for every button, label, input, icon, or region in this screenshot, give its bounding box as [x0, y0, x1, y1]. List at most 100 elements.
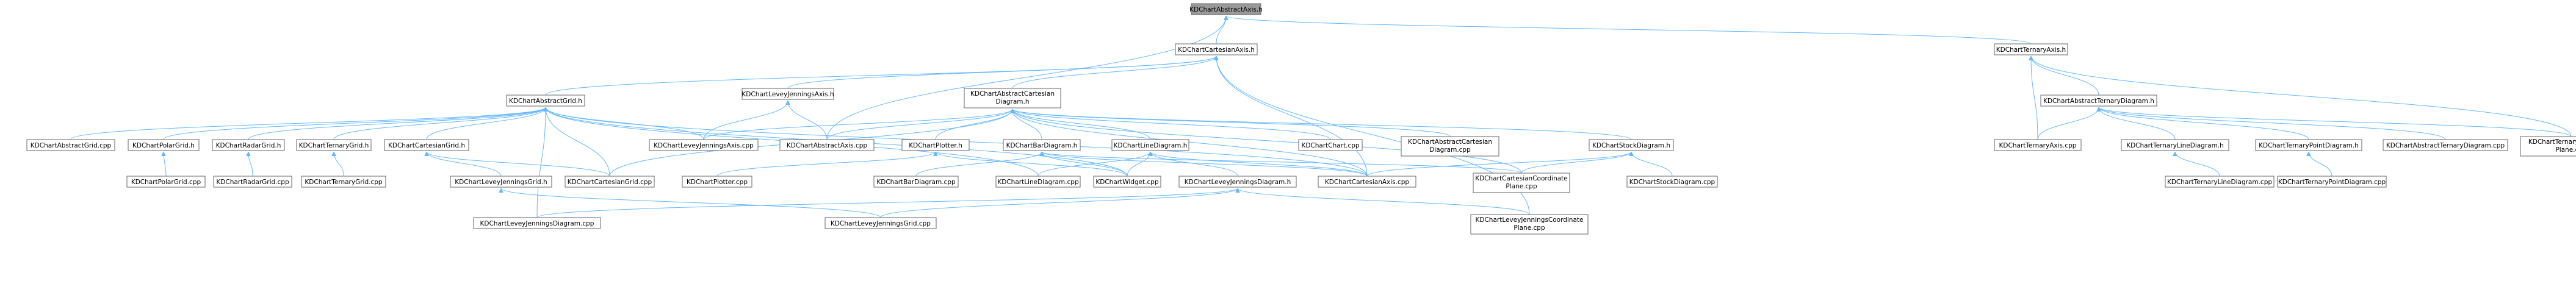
node-box	[824, 217, 937, 229]
dependency-edge	[248, 107, 546, 140]
node-label: KDChartRadarGrid.cpp	[216, 179, 289, 186]
node-label: KDChartTernaryAxis.cpp	[1999, 142, 2077, 149]
node-label: KDChartCartesianCoordinate	[1475, 175, 1568, 182]
graph-node[interactable]: KDChartCartesianGrid.h	[384, 139, 469, 151]
graph-node[interactable]: KDChartPlotter.h	[901, 139, 970, 151]
node-label: KDChartBarDiagram.cpp	[876, 179, 956, 186]
graph-node[interactable]: KDChartPolarGrid.cpp	[126, 176, 206, 188]
node-label: KDChartCartesianAxis.cpp	[1325, 179, 1410, 186]
node-box	[1318, 176, 1416, 188]
node-box	[1298, 139, 1363, 151]
graph-node[interactable]: KDChartTernaryCoordinatePlane.cpp	[2520, 136, 2576, 157]
graph-node[interactable]: KDChartAbstractTernaryDiagram.cpp	[2383, 139, 2508, 151]
graph-node[interactable]: KDChartChart.cpp	[1298, 139, 1363, 151]
graph-node[interactable]: KDChartBarDiagram.cpp	[873, 176, 959, 188]
node-box	[1111, 139, 1189, 151]
node-box	[1175, 43, 1258, 55]
graph-node[interactable]: KDChartTernaryPointDiagram.cpp	[2277, 176, 2387, 188]
graph-node[interactable]: KDChartAbstractAxis.cpp	[779, 139, 875, 151]
node-box	[649, 139, 759, 151]
node-label: KDChartPolarGrid.cpp	[131, 179, 201, 186]
graph-node[interactable]: KDChartStockDiagram.h	[1589, 139, 1674, 151]
graph-node[interactable]: KDChartLeveyJenningsDiagram.cpp	[473, 217, 601, 229]
graph-node[interactable]: KDChartRadarGrid.cpp	[213, 176, 292, 188]
node-box	[2255, 139, 2362, 151]
node-label: KDChartRadarGrid.h	[216, 142, 281, 149]
node-box	[473, 217, 601, 229]
graph-node[interactable]: KDChartAbstractAxis.h	[1189, 3, 1263, 15]
node-label: KDChartCartesianAxis.h	[1178, 46, 1255, 54]
graph-node[interactable]: KDChartTernaryLineDiagram.cpp	[2165, 176, 2275, 188]
graph-node[interactable]: KDChartLeveyJenningsGrid.h	[450, 176, 552, 188]
node-box	[2277, 176, 2387, 188]
node-label: KDChartLineDiagram.cpp	[997, 179, 1079, 186]
node-label: KDChartTernaryGrid.h	[299, 142, 369, 149]
node-box	[128, 139, 200, 151]
graph-node[interactable]: KDChartPlotter.cpp	[682, 176, 752, 188]
graph-node[interactable]: KDChartTernaryPointDiagram.h	[2255, 139, 2362, 151]
dependency-edge	[334, 152, 344, 177]
dependency-edge	[1042, 151, 1128, 177]
node-label: KDChartAbstractAxis.h	[1189, 6, 1263, 13]
dependency-edge	[333, 107, 546, 140]
node-box	[1994, 139, 2082, 151]
node-label: KDChartLeveyJenningsDiagram.h	[1185, 179, 1291, 186]
graph-node[interactable]: KDChartCartesianAxis.cpp	[1318, 176, 1416, 188]
dependency-edge	[501, 188, 881, 218]
graph-node[interactable]: KDChartLineDiagram.h	[1111, 139, 1189, 151]
graph-node[interactable]: KDChartWidget.cpp	[1093, 176, 1161, 188]
graph-node[interactable]: KDChartAbstractGrid.h	[506, 94, 585, 107]
graph-node[interactable]: KDChartTernaryAxis.cpp	[1994, 139, 2082, 151]
node-label: KDChartTernaryLineDiagram.cpp	[2167, 179, 2272, 186]
node-label: KDChartTernaryGrid.cpp	[305, 179, 382, 186]
graph-node[interactable]: KDChartTernaryGrid.h	[296, 139, 372, 151]
dependency-edge	[1150, 151, 1238, 177]
node-box	[995, 176, 1081, 188]
node-box	[1626, 176, 1718, 188]
dependency-edge	[1521, 151, 1631, 174]
dependency-edge	[1631, 151, 1673, 177]
graph-node[interactable]: KDChartLeveyJenningsGrid.cpp	[824, 217, 937, 229]
graph-node[interactable]: KDChartTernaryLineDiagram.h	[2121, 139, 2229, 151]
graph-node[interactable]: KDChartLineDiagram.cpp	[995, 176, 1081, 188]
graph-node[interactable]: KDChartAbstractTernaryDiagram.h	[2040, 94, 2157, 107]
dependency-edge	[1150, 151, 1368, 177]
node-box	[2165, 176, 2275, 188]
dependency-edge	[427, 151, 610, 177]
dependency-edge	[545, 55, 1216, 96]
dependency-edge	[2099, 107, 2309, 140]
dependency-edge	[1366, 151, 1631, 177]
graph-node[interactable]: KDChartTernaryAxis.h	[1994, 43, 2068, 55]
graph-node[interactable]: KDChartTernaryGrid.cpp	[301, 176, 386, 188]
node-label: KDChartCartesianGrid.h	[388, 142, 465, 149]
graph-node[interactable]: KDChartRadarGrid.h	[212, 139, 285, 151]
graph-node[interactable]: KDChartStockDiagram.cpp	[1626, 176, 1718, 188]
node-label: KDChartTernaryPointDiagram.h	[2259, 142, 2359, 149]
dependency-edge	[2031, 55, 2099, 96]
node-label: KDChartAbstractGrid.h	[509, 98, 582, 105]
dependency-edge	[2031, 56, 2038, 140]
graph-node[interactable]: KDChartCartesianAxis.h	[1175, 43, 1258, 55]
node-box	[2520, 136, 2576, 157]
dependency-edge	[2031, 56, 2572, 137]
graph-node[interactable]: KDChartPolarGrid.h	[128, 139, 200, 151]
node-box	[1589, 139, 1674, 151]
dependency-edge	[2309, 151, 2332, 177]
node-label: KDChartAbstractGrid.cpp	[31, 142, 112, 149]
dependency-edge	[70, 107, 546, 140]
node-label: KDChartPlotter.cpp	[687, 179, 748, 186]
dependency-edge	[2099, 107, 2572, 137]
graph-node[interactable]: KDChartLeveyJenningsAxis.cpp	[649, 139, 759, 151]
graph-node[interactable]: KDChartLeveyJenningsDiagram.h	[1178, 176, 1297, 188]
graph-node[interactable]: KDChartAbstractGrid.cpp	[26, 139, 115, 151]
graph-node[interactable]: KDChartCartesianGrid.cpp	[565, 176, 655, 188]
graph-node[interactable]: KDChartBarDiagram.h	[1003, 139, 1081, 151]
node-label: Diagram.h	[995, 98, 1029, 105]
graph-node[interactable]: KDChartLeveyJenningsAxis.h	[741, 88, 834, 100]
node-box	[26, 139, 115, 151]
